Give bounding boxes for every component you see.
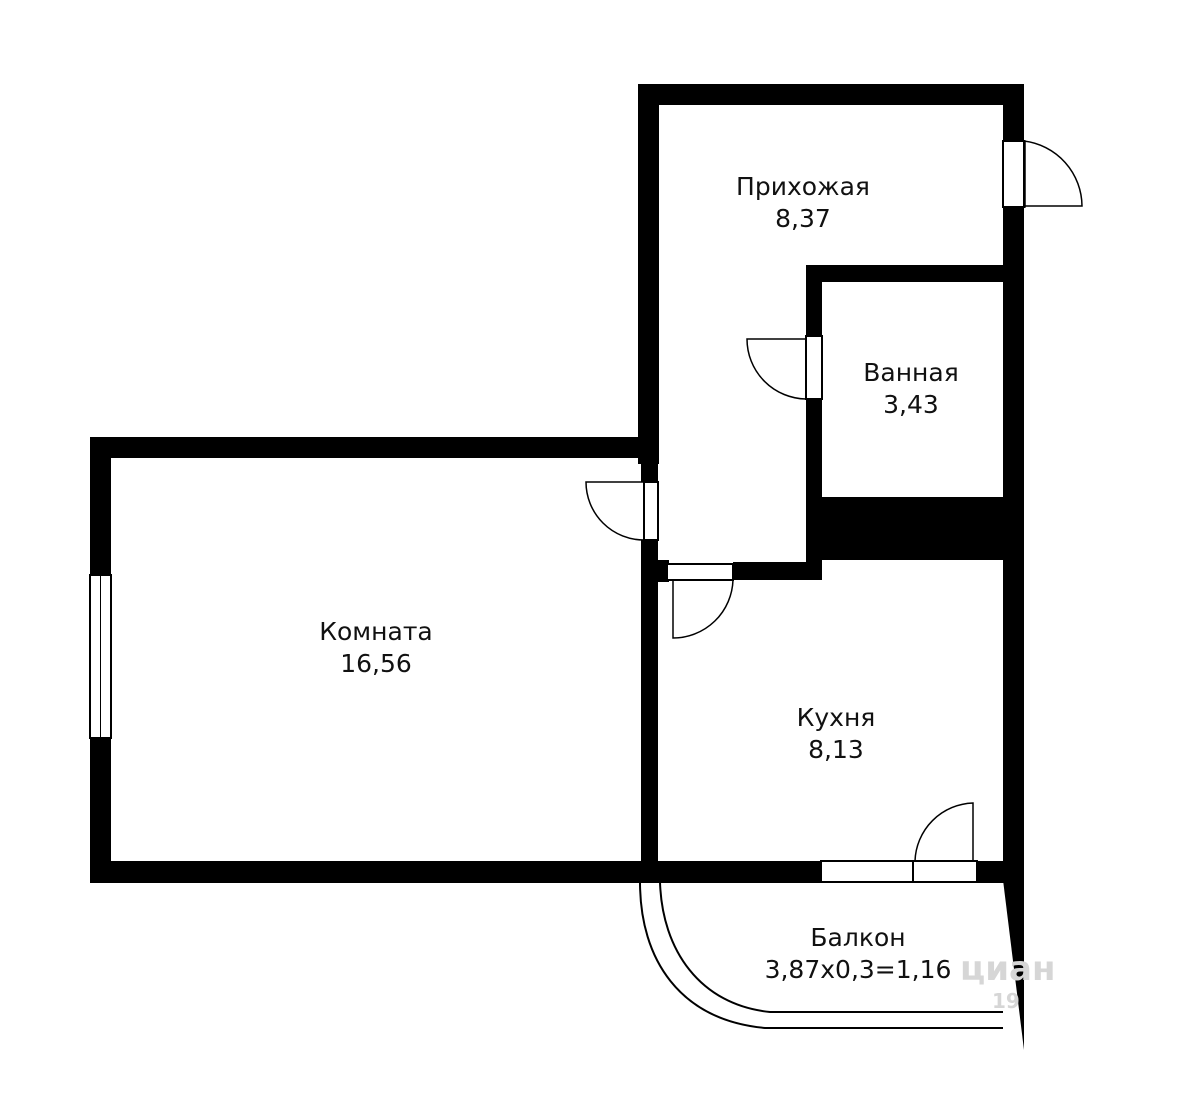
wall-bottom-right (977, 861, 1024, 883)
window-kitchen (820, 860, 914, 883)
doors (585, 140, 1083, 862)
kitchen-door-icon[interactable] (666, 563, 734, 639)
bathroom-door-icon[interactable] (746, 335, 823, 400)
wall-room-left-lower (90, 738, 111, 883)
room-door-icon[interactable] (585, 481, 659, 541)
balcony-area: 3,87x0,3=1,16 (765, 955, 952, 984)
walls (90, 84, 1024, 1050)
hallway-area: 8,37 (775, 204, 831, 233)
wall-top (638, 84, 1024, 105)
wall-room-divider-upper (641, 458, 658, 482)
wall-bottom-left (90, 861, 821, 883)
hallway-name: Прихожая (736, 172, 870, 201)
wall-balcony-right (1003, 880, 1024, 1050)
balcony-door-icon[interactable] (914, 802, 974, 862)
wall-right-upper (1003, 84, 1024, 141)
wall-bath-left-upper (806, 265, 822, 336)
windows (89, 574, 978, 883)
bathroom-area: 3,43 (883, 390, 939, 419)
watermark: циан 19 (960, 949, 1055, 1013)
room-labels: Прихожая 8,37 Ванная 3,43 Комната 16,56 … (319, 172, 958, 984)
living-room-area: 16,56 (340, 649, 412, 678)
wall-room-divider-lower (641, 540, 658, 872)
wall-room-top (90, 437, 659, 458)
wall-hallway-kitchen-left (655, 562, 667, 580)
wall-bath-top (806, 265, 1024, 282)
wall-room-left-upper (90, 437, 111, 575)
balcony-rail (639, 881, 1003, 1029)
kitchen-name: Кухня (797, 703, 876, 732)
watermark-logo: циан (960, 949, 1055, 989)
balcony-door-frame (912, 860, 978, 883)
bathroom-name: Ванная (863, 358, 959, 387)
entrance-door-icon[interactable] (1002, 140, 1083, 208)
wall-hallway-left (638, 84, 659, 464)
wall-hallway-kitchen-right (733, 562, 821, 580)
living-room-name: Комната (319, 617, 432, 646)
kitchen-area: 8,13 (808, 735, 864, 764)
wall-shaft (806, 497, 1024, 560)
balcony-name: Балкон (810, 923, 905, 952)
watermark-code: 19 (992, 989, 1020, 1013)
